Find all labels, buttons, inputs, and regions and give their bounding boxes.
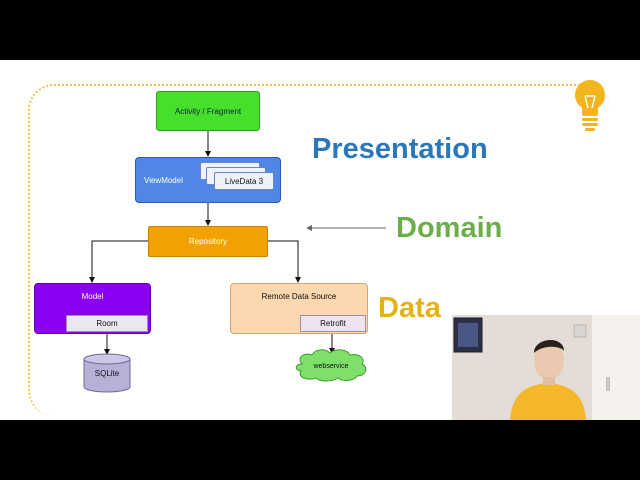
viewmodel-label: ViewModel [144,175,183,185]
presenter-webcam [452,315,640,420]
repository-box: Repository [148,226,268,257]
sqlite-label: SQLite [94,368,120,378]
arrow-repository-model [89,240,148,283]
presentation-layer-label: Presentation [312,133,488,165]
data-layer-label: Data [378,292,441,324]
connectors [83,80,605,393]
sqlite-cylinder [83,353,131,393]
webservice-label: webservice [313,362,349,370]
arrow-repository-remote [268,240,301,283]
retrofit-box: Retrofit [300,315,366,332]
webservice-cloud [295,349,367,382]
lightbulb-icon [575,80,605,131]
livedata-card: LiveData 3 [214,172,274,190]
room-box: Room [66,315,148,332]
domain-layer-label: Domain [396,212,503,244]
activity-fragment-box: Activity / Fragment [156,91,260,131]
viewmodel-box: ViewModel LiveData 3 [135,157,281,203]
presenter-image [452,315,640,420]
dotted-frame [28,84,610,416]
slide: Activity / Fragment ViewModel LiveData 3… [0,60,640,420]
